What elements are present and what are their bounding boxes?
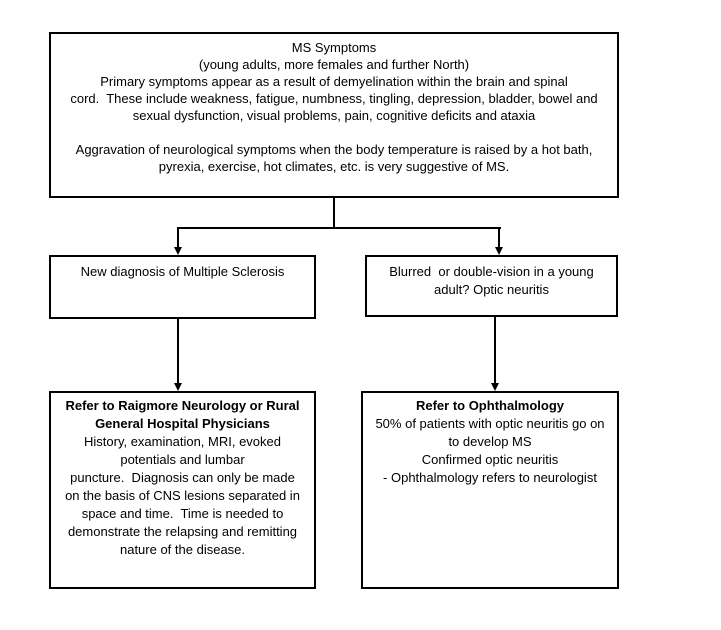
connector-left-drop [177,227,179,248]
new-diagnosis-box: New diagnosis of Multiple Sclerosis [49,255,316,319]
arrowhead-right-branch [495,247,503,255]
arrowhead-right-referral [491,383,499,391]
ophthalmology-referral-title: Refer to Ophthalmology [415,398,565,413]
ophthalmology-referral-box: Refer to Ophthalmology 50% of patients w… [361,391,619,589]
neurology-referral-box: Refer to Raigmore Neurology or Rural Gen… [49,391,316,589]
arrowhead-left-branch [174,247,182,255]
ms-symptoms-text: MS Symptoms (young adults, more females … [70,40,598,174]
connector-branch-bar [177,227,501,229]
new-diagnosis-text: New diagnosis of Multiple Sclerosis [80,264,285,279]
arrowhead-left-referral [174,383,182,391]
connector-stem [333,198,335,228]
ophthalmology-referral-body: 50% of patients with optic neuritis go o… [375,416,605,485]
optic-neuritis-box: Blurred or double-vision in a young adul… [365,255,618,317]
ms-symptoms-box: MS Symptoms (young adults, more females … [49,32,619,198]
connector-right-drop [498,227,500,248]
neurology-referral-body: History, examination, MRI, evoked potent… [65,434,300,557]
optic-neuritis-text: Blurred or double-vision in a young adul… [389,264,594,297]
connector-right-referral [494,317,496,384]
connector-left-referral [177,319,179,384]
neurology-referral-title: Refer to Raigmore Neurology or Rural Gen… [65,398,300,431]
